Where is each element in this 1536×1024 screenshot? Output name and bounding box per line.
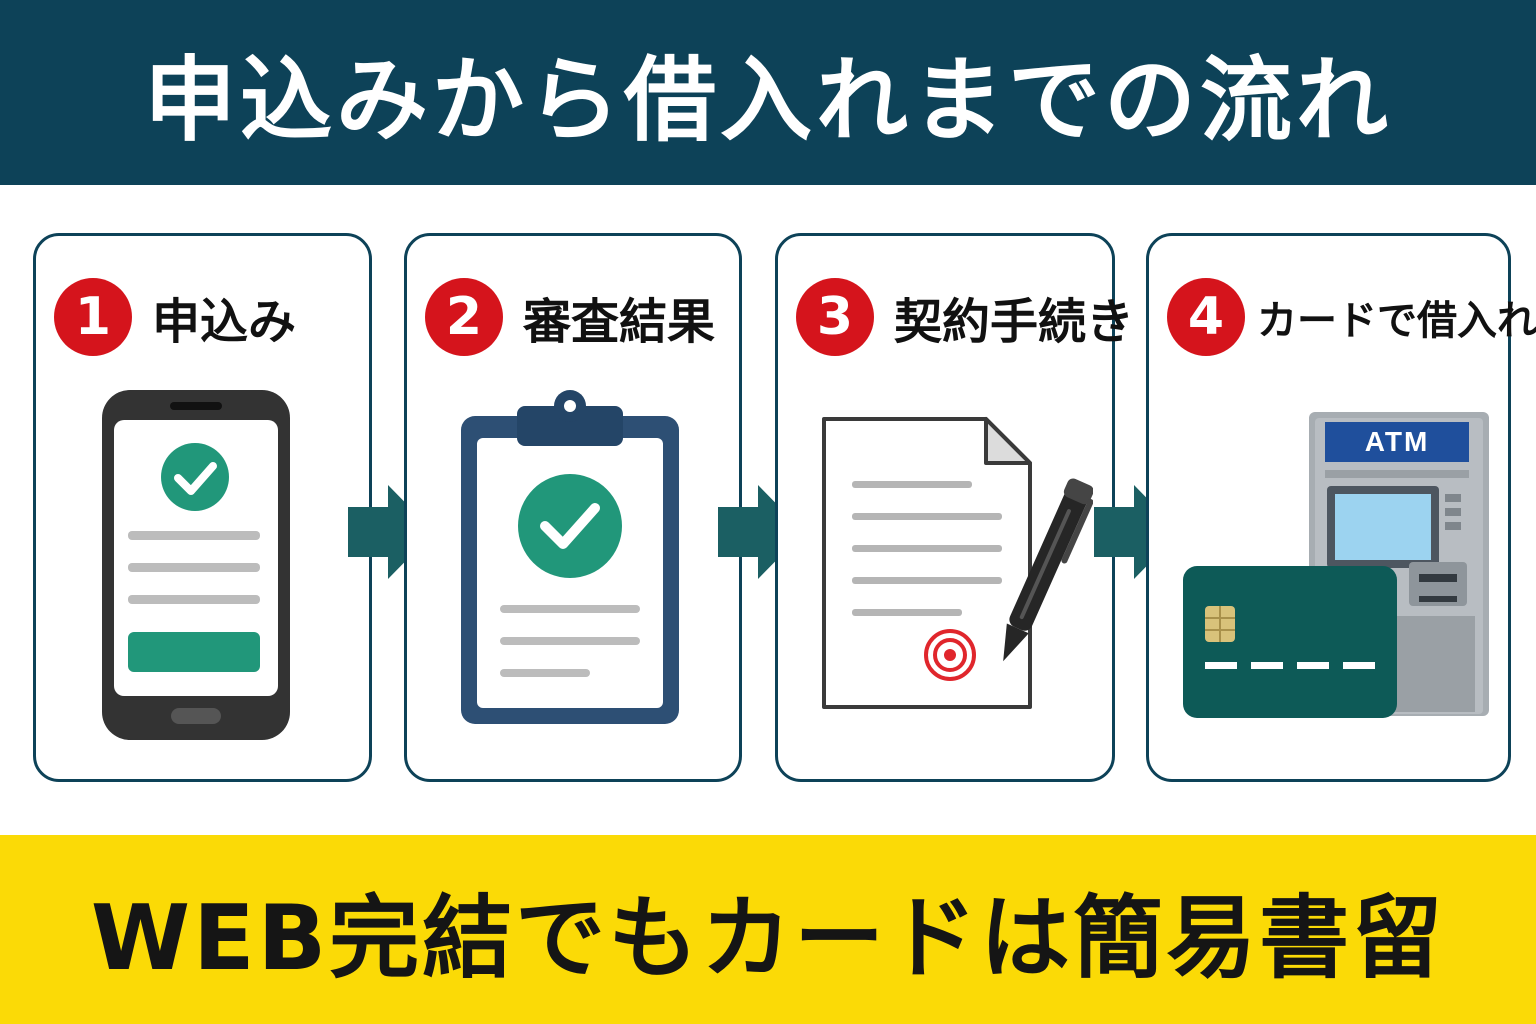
- step-title: 契約手続き: [894, 294, 1135, 350]
- step-title: カードで借入れ: [1257, 298, 1536, 344]
- arrow-right-icon: [348, 485, 434, 579]
- arrow-right-icon: [718, 485, 804, 579]
- header-banner: 申込みから借入れまでの流れ: [0, 0, 1536, 185]
- step-number-badge: 3: [796, 278, 874, 356]
- step-title: 審査結果: [523, 294, 716, 350]
- step-header: 2 審査結果: [425, 278, 715, 356]
- atm-label: ATM: [1364, 426, 1430, 457]
- step-header: 4 カードで借入れ: [1167, 278, 1536, 356]
- step-header: 1 申込み: [54, 278, 296, 356]
- step-card-2: 2 審査結果: [404, 233, 742, 782]
- arrow-right-icon: [1094, 485, 1180, 579]
- step-number-badge: 2: [425, 278, 503, 356]
- card-atm-icon: [1183, 412, 1489, 718]
- footer-message: WEB完結でもカードは簡易書留: [90, 885, 1446, 991]
- step-card-3: 3 契約手続き: [775, 233, 1134, 782]
- contract-pen-icon: [822, 417, 1093, 709]
- smartphone-check-icon: [102, 390, 290, 740]
- step-card-4: 4 カードで借入れ ATM: [1146, 233, 1536, 782]
- step-header: 3 契約手続き: [796, 278, 1134, 356]
- clipboard-check-icon: [461, 390, 679, 724]
- step-card-1: 1 申込み: [33, 233, 372, 782]
- step-number-badge: 1: [54, 278, 132, 356]
- footer-banner: WEB完結でもカードは簡易書留: [0, 835, 1536, 1024]
- page-title: 申込みから借入れまでの流れ: [143, 47, 1392, 154]
- step-title: 申込み: [152, 294, 297, 350]
- step-number-badge: 4: [1167, 278, 1245, 356]
